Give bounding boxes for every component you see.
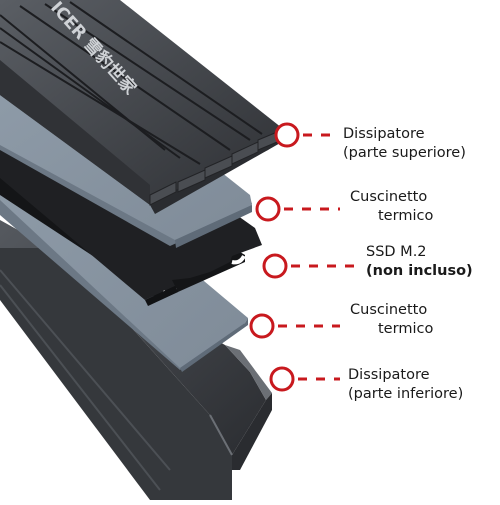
bottom-thermal-pad-subtitle: termico <box>378 321 434 337</box>
bottom-heatsink <box>0 220 272 500</box>
ring-marker-icon <box>249 313 275 339</box>
heatsink-fin-tip <box>149 181 177 206</box>
callout-label-bottom-thermal-pad: Cuscinetto termico <box>350 301 433 339</box>
ring-marker-icon <box>255 196 281 222</box>
ssd-title: SSD M.2 <box>366 244 427 260</box>
heatsink-fin <box>44 3 251 141</box>
callout-label-bottom-heatsink: Dissipatore (parte inferiore) <box>348 366 463 404</box>
callout-label-ssd: SSD M.2 (non incluso) <box>366 243 473 281</box>
heatsink-fin <box>69 1 263 135</box>
ring-marker-icon <box>262 253 288 279</box>
top-heatsink: ICER 雪豹世家 <box>0 0 283 214</box>
top-thermal-pad-title: Cuscinetto <box>350 189 428 205</box>
bottom-thermal-pad-title: Cuscinetto <box>350 302 428 318</box>
top-thermal-pad-subtitle: termico <box>378 208 434 224</box>
heatsink-fin-tip <box>177 169 206 193</box>
heatsink-fin <box>19 5 231 151</box>
callout-label-top-heatsink: Dissipatore (parte superiore) <box>343 125 466 163</box>
callout-markers <box>249 122 355 392</box>
bottom-heatsink-subtitle: (parte inferiore) <box>348 386 464 402</box>
top-heatsink-title: Dissipatore <box>343 126 425 142</box>
heatsink-fin <box>0 27 181 159</box>
heatsink-fin <box>0 41 201 165</box>
heatsink-fin-tip <box>204 155 233 179</box>
bottom-heatsink-title: Dissipatore <box>348 367 430 383</box>
ssd-subtitle: (non incluso) <box>366 263 473 279</box>
ring-marker-icon <box>269 366 295 392</box>
callout-label-top-thermal-pad: Cuscinetto termico <box>350 188 433 226</box>
ring-marker-icon <box>274 122 300 148</box>
top-heatsink-subtitle: (parte superiore) <box>343 145 466 161</box>
heatsink-fin-tip <box>231 141 259 165</box>
